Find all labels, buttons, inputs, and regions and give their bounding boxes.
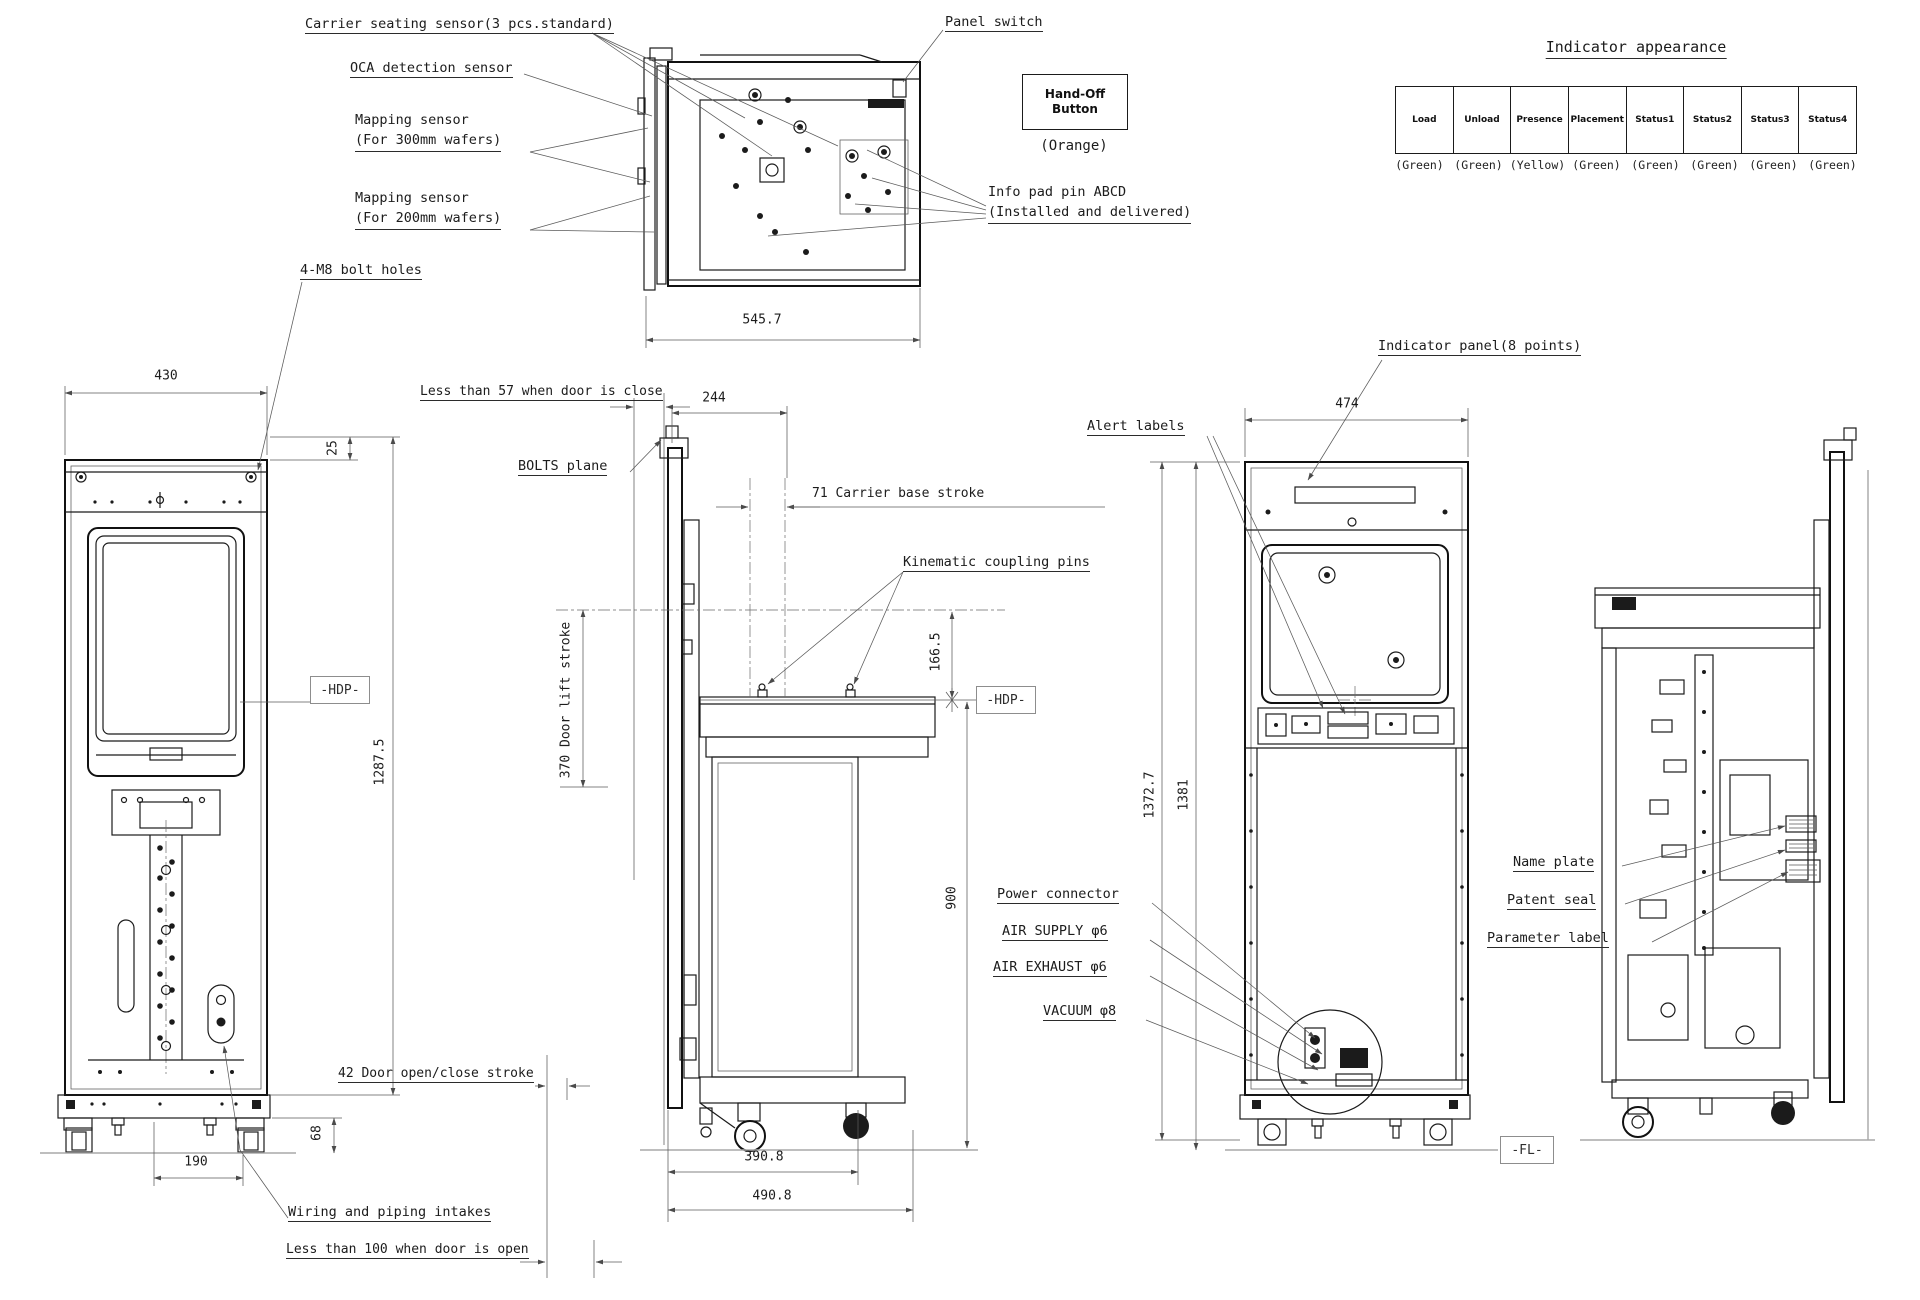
door-open-note-label: Less than 100 when door is open bbox=[286, 1242, 529, 1259]
right-side-view-linework bbox=[1580, 427, 1875, 1141]
dim-hdp-height: 900 bbox=[944, 886, 960, 910]
top-view-linework bbox=[523, 29, 987, 348]
patent-seal-label: Patent seal bbox=[1507, 892, 1597, 910]
front-view-linework bbox=[40, 281, 400, 1219]
door-lift-stroke-label: 370 Door lift stroke bbox=[558, 621, 574, 779]
rear-view-linework bbox=[1145, 359, 1498, 1151]
power-connector-label: Power connector bbox=[997, 886, 1119, 904]
bolts-plane-label: BOLTS plane bbox=[518, 458, 608, 476]
indicator-cell: Status3 bbox=[1740, 87, 1799, 153]
indicator-color-note: (Green) bbox=[1749, 158, 1798, 172]
indicator-panel-label: Indicator panel(8 points) bbox=[1378, 338, 1582, 356]
hand-off-button: Hand-Off Button bbox=[1022, 74, 1128, 130]
indicator-cell: Presence bbox=[1510, 87, 1568, 153]
indicator-color-note: (Green) bbox=[1572, 158, 1621, 172]
info-pad-label: Info pad pin ABCD (Installed and deliver… bbox=[988, 182, 1192, 224]
air-exhaust-label: AIR EXHAUST φ6 bbox=[993, 959, 1107, 977]
dim-body-depth: 390.8 bbox=[744, 1149, 784, 1165]
alert-labels-label: Alert labels bbox=[1087, 418, 1185, 436]
dim-overall-depth: 490.8 bbox=[752, 1188, 792, 1204]
dim-rear-width: 474 bbox=[1335, 396, 1359, 412]
hand-off-line1: Hand-Off bbox=[1044, 87, 1106, 101]
carrier-seating-sensor-label: Carrier seating sensor(3 pcs.standard) bbox=[305, 16, 614, 34]
kinematic-pins-label: Kinematic coupling pins bbox=[903, 554, 1090, 572]
dim-hdp-offset: 166.5 bbox=[928, 632, 944, 672]
dim-base-width: 190 bbox=[184, 1154, 208, 1170]
indicator-cell: Placement bbox=[1567, 87, 1626, 153]
panel-switch-label: Panel switch bbox=[945, 14, 1043, 32]
bolt-holes-label: 4-M8 bolt holes bbox=[300, 262, 422, 280]
dim-front-offset: 244 bbox=[702, 390, 726, 406]
fl-datum: -FL- bbox=[1500, 1136, 1554, 1164]
mapping-sensor-200-label: Mapping sensor (For 200mm wafers) bbox=[355, 188, 502, 230]
air-supply-label: AIR SUPPLY φ6 bbox=[1002, 923, 1108, 941]
mapping-sensor-300-label: Mapping sensor (For 300mm wafers) bbox=[355, 110, 502, 152]
hdp-datum-front: -HDP- bbox=[310, 676, 370, 704]
dim-height-2: 1381 bbox=[1176, 779, 1192, 811]
dim-base-height: 68 bbox=[309, 1125, 325, 1141]
dim-front-height: 1287.5 bbox=[372, 738, 388, 786]
door-close-note-label: Less than 57 when door is close bbox=[420, 384, 663, 401]
indicator-color-note: (Green) bbox=[1808, 158, 1857, 172]
indicator-cell: Status1 bbox=[1625, 87, 1684, 153]
dim-front-width: 430 bbox=[154, 368, 178, 384]
indicator-cell: Status2 bbox=[1683, 87, 1741, 153]
hdp-datum-side: -HDP- bbox=[976, 686, 1036, 714]
indicator-color-note: (Green) bbox=[1631, 158, 1680, 172]
indicator-cell: Status4 bbox=[1798, 87, 1856, 153]
vacuum-label: VACUUM φ8 bbox=[1043, 1003, 1117, 1021]
parameter-label-label: Parameter label bbox=[1487, 930, 1609, 948]
indicator-cell: Unload bbox=[1452, 87, 1511, 153]
indicator-colors: (Green) (Green) (Yellow) (Green) (Green)… bbox=[1390, 158, 1862, 172]
side-view-linework bbox=[520, 393, 1105, 1278]
hand-off-color-note: (Orange) bbox=[1040, 138, 1108, 154]
dim-height-1: 1372.7 bbox=[1142, 771, 1158, 819]
door-stroke-label: 42 Door open/close stroke bbox=[338, 1066, 534, 1083]
hand-off-line2: Button bbox=[1052, 102, 1098, 116]
indicator-color-note: (Green) bbox=[1454, 158, 1503, 172]
oca-detection-sensor-label: OCA detection sensor bbox=[350, 60, 513, 78]
wiring-intakes-label: Wiring and piping intakes bbox=[288, 1204, 492, 1222]
indicator-color-note: (Green) bbox=[1690, 158, 1739, 172]
indicator-cell: Load bbox=[1412, 115, 1437, 125]
dim-top-offset: 25 bbox=[325, 440, 341, 456]
indicator-title: Indicator appearance bbox=[1545, 38, 1727, 59]
carrier-stroke-label: 71 Carrier base stroke bbox=[812, 486, 985, 501]
name-plate-label: Name plate bbox=[1513, 854, 1595, 872]
indicator-table: Load Unload Presence Placement Status1 S… bbox=[1395, 86, 1857, 154]
dim-overall-width: 545.7 bbox=[742, 312, 782, 328]
indicator-color-note: (Yellow) bbox=[1509, 158, 1566, 172]
indicator-color-note: (Green) bbox=[1395, 158, 1444, 172]
